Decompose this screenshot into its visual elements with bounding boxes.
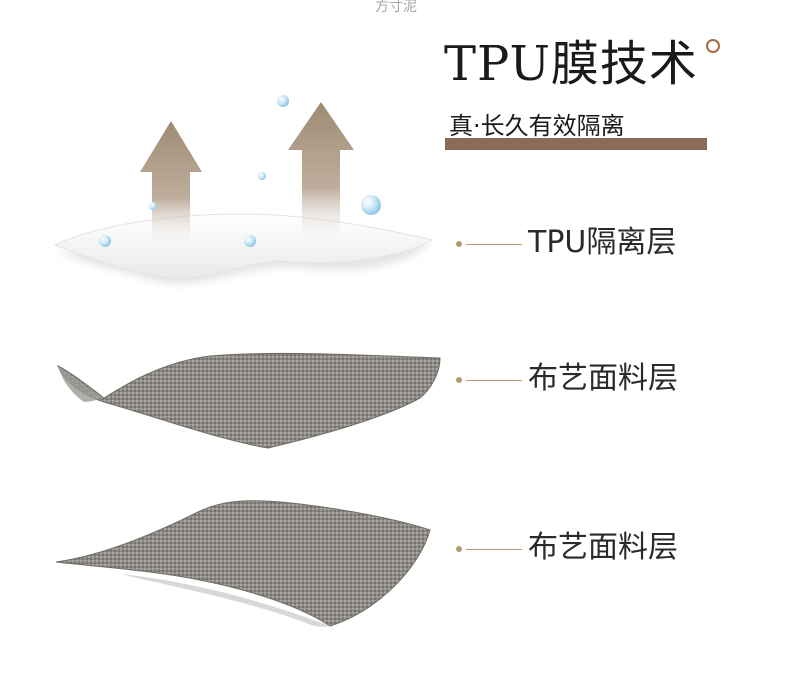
label-fabric-layer-lower: 布艺面料层 <box>528 530 678 565</box>
breathable-up-arrow-icon <box>140 121 202 250</box>
breathable-up-arrow-icon <box>288 102 354 246</box>
subtitle-highlight-bar <box>445 138 707 150</box>
label-tpu-layer: TPU隔离层 <box>528 225 677 260</box>
title-accent-ring <box>706 39 720 53</box>
leader-dot <box>456 241 462 247</box>
leader-rule <box>466 243 522 245</box>
leader-rule <box>466 548 522 550</box>
page-title: TPU膜技术 <box>444 36 698 92</box>
label-fabric-layer-upper: 布艺面料层 <box>528 361 678 396</box>
water-droplet-icon <box>99 95 381 247</box>
watermark-text: 方寸泥 <box>375 0 417 15</box>
fabric-layer-upper <box>56 352 441 449</box>
tpu-membrane-layer <box>53 213 434 285</box>
leader-rule <box>466 379 522 381</box>
page-subtitle: 真·长久有效隔离 <box>449 112 625 140</box>
leader-dot <box>456 377 462 383</box>
leader-dot <box>456 546 462 552</box>
fabric-layer-lower <box>55 500 431 627</box>
